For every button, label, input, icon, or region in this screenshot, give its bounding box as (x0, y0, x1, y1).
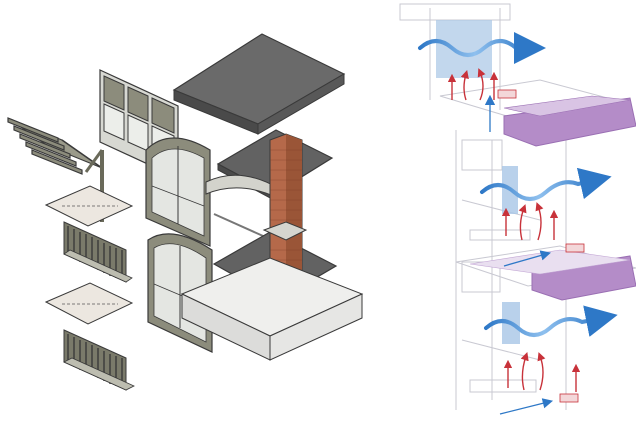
ventilation-section (399, 3, 636, 415)
purple-slab-upper (503, 95, 636, 147)
fresh-air-inlet (484, 94, 554, 415)
exploded-axonometric (7, 33, 364, 391)
floor-plate-upper (44, 185, 134, 227)
balcony-railing-upper (63, 221, 133, 283)
heat-rise-arrow (447, 68, 581, 392)
base-plinth (180, 257, 364, 361)
vent-units (497, 89, 585, 403)
airflow-wave (418, 32, 618, 337)
window-glass (436, 20, 520, 344)
arched-door-frame-upper (145, 137, 211, 247)
floor-slab-roof (172, 33, 346, 135)
balcony-railing-lower (63, 329, 135, 391)
floor-plate-lower (44, 282, 134, 325)
purple-slab-lower (469, 249, 636, 301)
